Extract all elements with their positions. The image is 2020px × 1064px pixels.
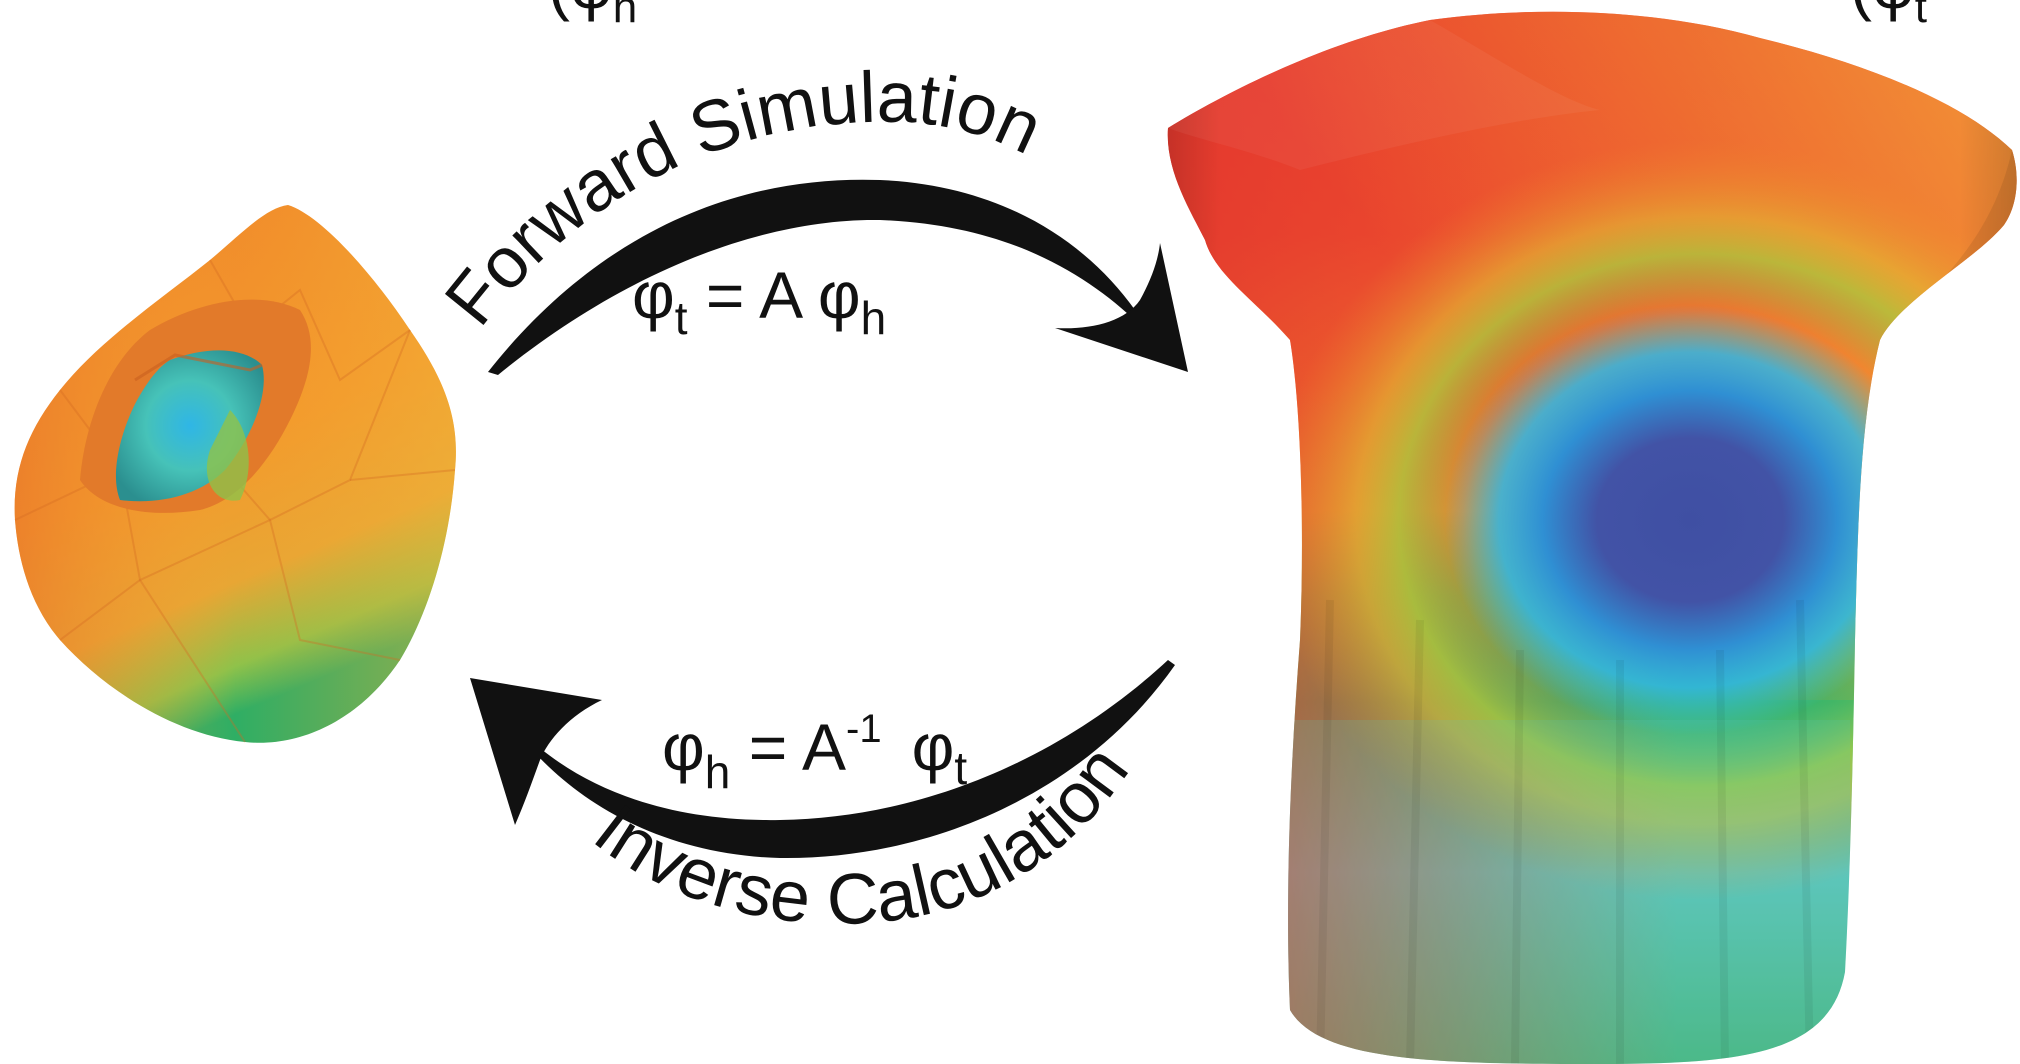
heart-label-text: (φh <box>548 0 637 32</box>
heart-model <box>15 205 456 743</box>
forward-eq-sub-right: h <box>861 292 887 344</box>
torso-label-text: (φt <box>1850 0 1927 32</box>
forward-eq-phi-left: φ <box>632 258 675 332</box>
torso-model <box>1150 0 2020 1064</box>
torso-potential-label: (φt <box>1850 0 1927 32</box>
forward-eq-sub-left: t <box>675 292 688 344</box>
inverse-eq-sub-left: h <box>705 746 731 798</box>
inverse-eq-phi-left: φ <box>662 710 705 784</box>
inverse-eq-sup: -1 <box>846 707 882 751</box>
inverse-eq-phi-right: φ <box>912 710 955 784</box>
forward-eq-phi-right: φ <box>818 258 861 332</box>
inverse-eq-op: = A <box>730 710 846 784</box>
forward-equation: φt = A φh <box>632 258 886 344</box>
inverse-arrowhead <box>470 678 602 825</box>
heart-potential-label: (φh <box>548 0 637 32</box>
inverse-eq-sub-right: t <box>954 742 967 794</box>
forward-eq-op: = A <box>688 258 818 332</box>
